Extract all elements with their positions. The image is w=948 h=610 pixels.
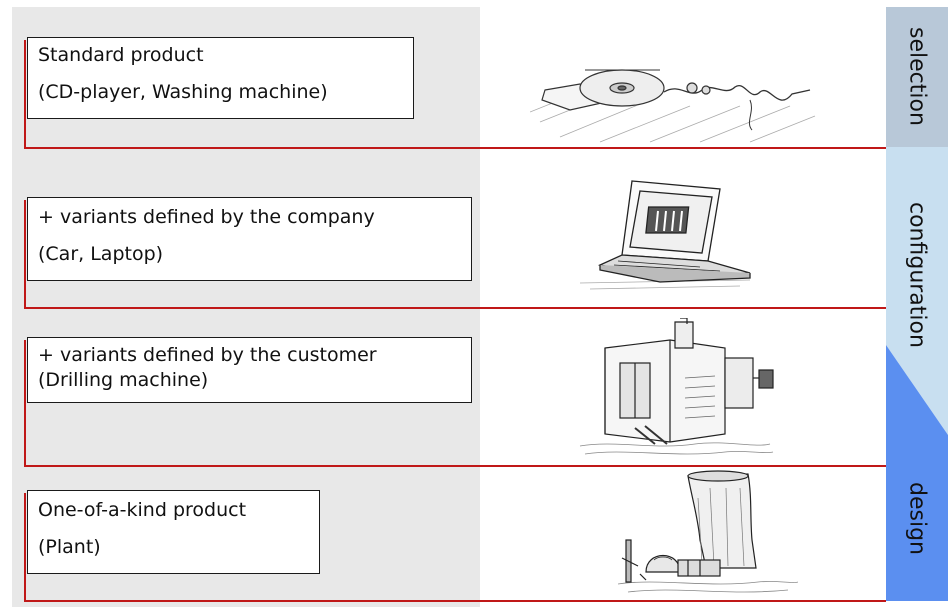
drilling-machine-icon [579, 318, 774, 455]
cd-player-icon [530, 69, 816, 143]
row-4-label-box: One-of-a-kind product (Plant) [27, 490, 320, 574]
row-separator-2 [24, 307, 886, 309]
row-2-title: + variants defined by the company [38, 206, 375, 228]
row-2-label-box: + variants defined by the company (Car, … [27, 197, 472, 281]
configuration-label: configuration [904, 202, 930, 348]
row-4-detail: (Plant) [38, 536, 101, 558]
row-1-label-box: Standard product (CD-player, Washing mac… [27, 37, 414, 119]
row-1-title: Standard product [38, 44, 204, 66]
classification-strip [886, 7, 948, 601]
row-tick-1 [24, 40, 26, 148]
row-4-title: One-of-a-kind product [38, 499, 247, 521]
row-3-label-box: + variants defined by the customer (Dril… [27, 337, 472, 403]
selection-band [886, 7, 948, 147]
configuration-band [886, 147, 948, 435]
design-label: design [904, 481, 930, 555]
selection-label: selection [904, 26, 930, 126]
row-separator-4 [24, 600, 886, 602]
row-3-title: + variants defined by the customer [38, 344, 377, 366]
row-3-detail: (Drilling machine) [38, 369, 209, 391]
plant-icon [618, 470, 798, 593]
row-1-detail: (CD-player, Washing machine) [38, 81, 328, 103]
row-2-detail: (Car, Laptop) [38, 243, 164, 265]
row-tick-2 [24, 200, 26, 308]
row-separator-1 [24, 147, 886, 149]
design-band [886, 345, 948, 601]
laptop-icon [579, 180, 751, 290]
row-separator-3 [24, 465, 886, 467]
row-tick-3 [24, 340, 26, 466]
row-tick-4 [24, 493, 26, 601]
